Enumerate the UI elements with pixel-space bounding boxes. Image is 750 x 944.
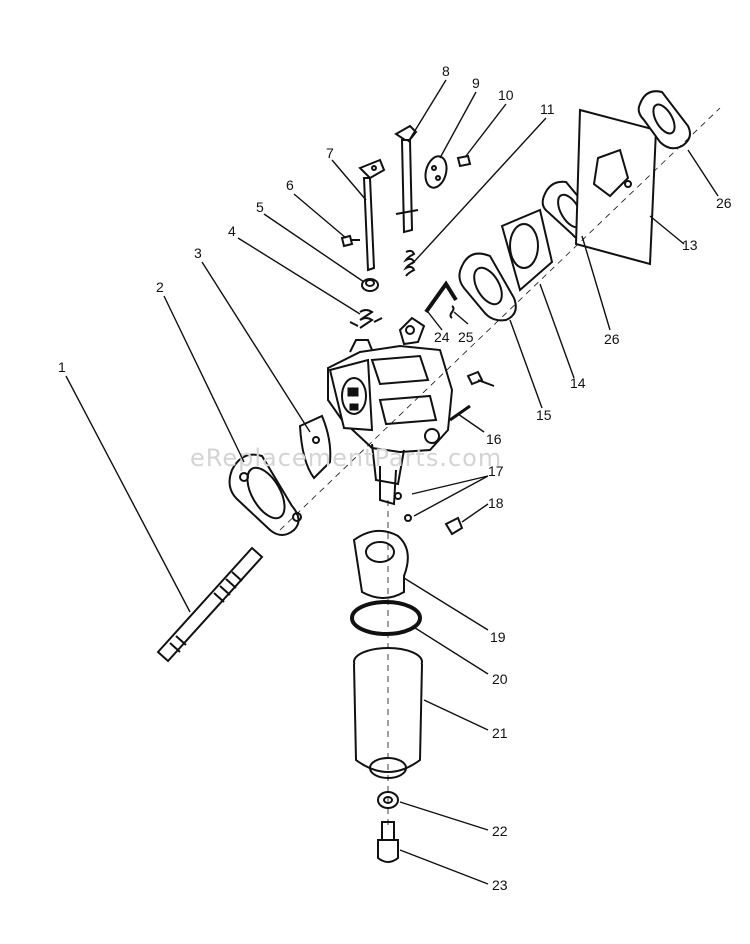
part-choke-shaft (394, 124, 419, 234)
callout-25: 25 (458, 329, 474, 345)
callout-14: 14 (570, 375, 586, 391)
callout-26-top: 26 (716, 195, 732, 211)
callout-labels: 1 2 3 4 5 6 7 8 9 10 11 13 14 15 16 17 1… (58, 63, 732, 893)
callout-7: 7 (326, 145, 334, 161)
part-gasket (228, 453, 302, 536)
part-mixture-screw (449, 370, 495, 422)
callout-5: 5 (256, 199, 264, 215)
part-choke-plate (424, 155, 448, 189)
callout-8: 8 (442, 63, 450, 79)
part-carburetor-body (327, 316, 454, 506)
part-cap (361, 278, 379, 292)
callout-4: 4 (228, 223, 236, 239)
leader-lines (65, 79, 719, 885)
part-float-bowl (353, 647, 423, 779)
callout-6: 6 (286, 177, 294, 193)
callout-19: 19 (490, 629, 506, 645)
part-gasket-2 (458, 252, 517, 322)
part-bowl-screw (444, 516, 464, 536)
callout-15: 15 (536, 407, 552, 423)
part-screw-small (340, 234, 360, 248)
callout-17: 17 (488, 463, 504, 479)
callout-11: 11 (540, 101, 555, 117)
callout-1: 1 (58, 359, 66, 375)
part-throttle-shaft (358, 158, 386, 272)
part-washers (394, 492, 412, 522)
part-screw-choke (456, 154, 472, 168)
part-bowl-nut (377, 821, 399, 863)
callout-26-middle: 26 (604, 331, 620, 347)
callout-3: 3 (194, 245, 202, 261)
assembly-axis (279, 107, 721, 531)
part-stud (156, 546, 264, 663)
part-spring (349, 309, 383, 329)
part-link-rod (424, 280, 458, 314)
callout-2: 2 (156, 279, 164, 295)
callout-24: 24 (434, 329, 450, 345)
callout-13: 13 (682, 237, 698, 253)
part-plate (298, 414, 332, 480)
part-link-spring (449, 305, 455, 319)
callout-20: 20 (492, 671, 508, 687)
callout-18: 18 (488, 495, 504, 511)
callout-9: 9 (472, 75, 480, 91)
part-insulator-plate (574, 108, 658, 266)
part-o-ring (350, 600, 422, 636)
part-gasket-4 (637, 90, 691, 150)
callout-21: 21 (492, 725, 508, 741)
callout-16: 16 (486, 431, 502, 447)
callout-23: 23 (492, 877, 508, 893)
callout-10: 10 (498, 87, 514, 103)
callout-22: 22 (492, 823, 508, 839)
part-float (352, 529, 409, 599)
part-spacer (500, 208, 554, 292)
